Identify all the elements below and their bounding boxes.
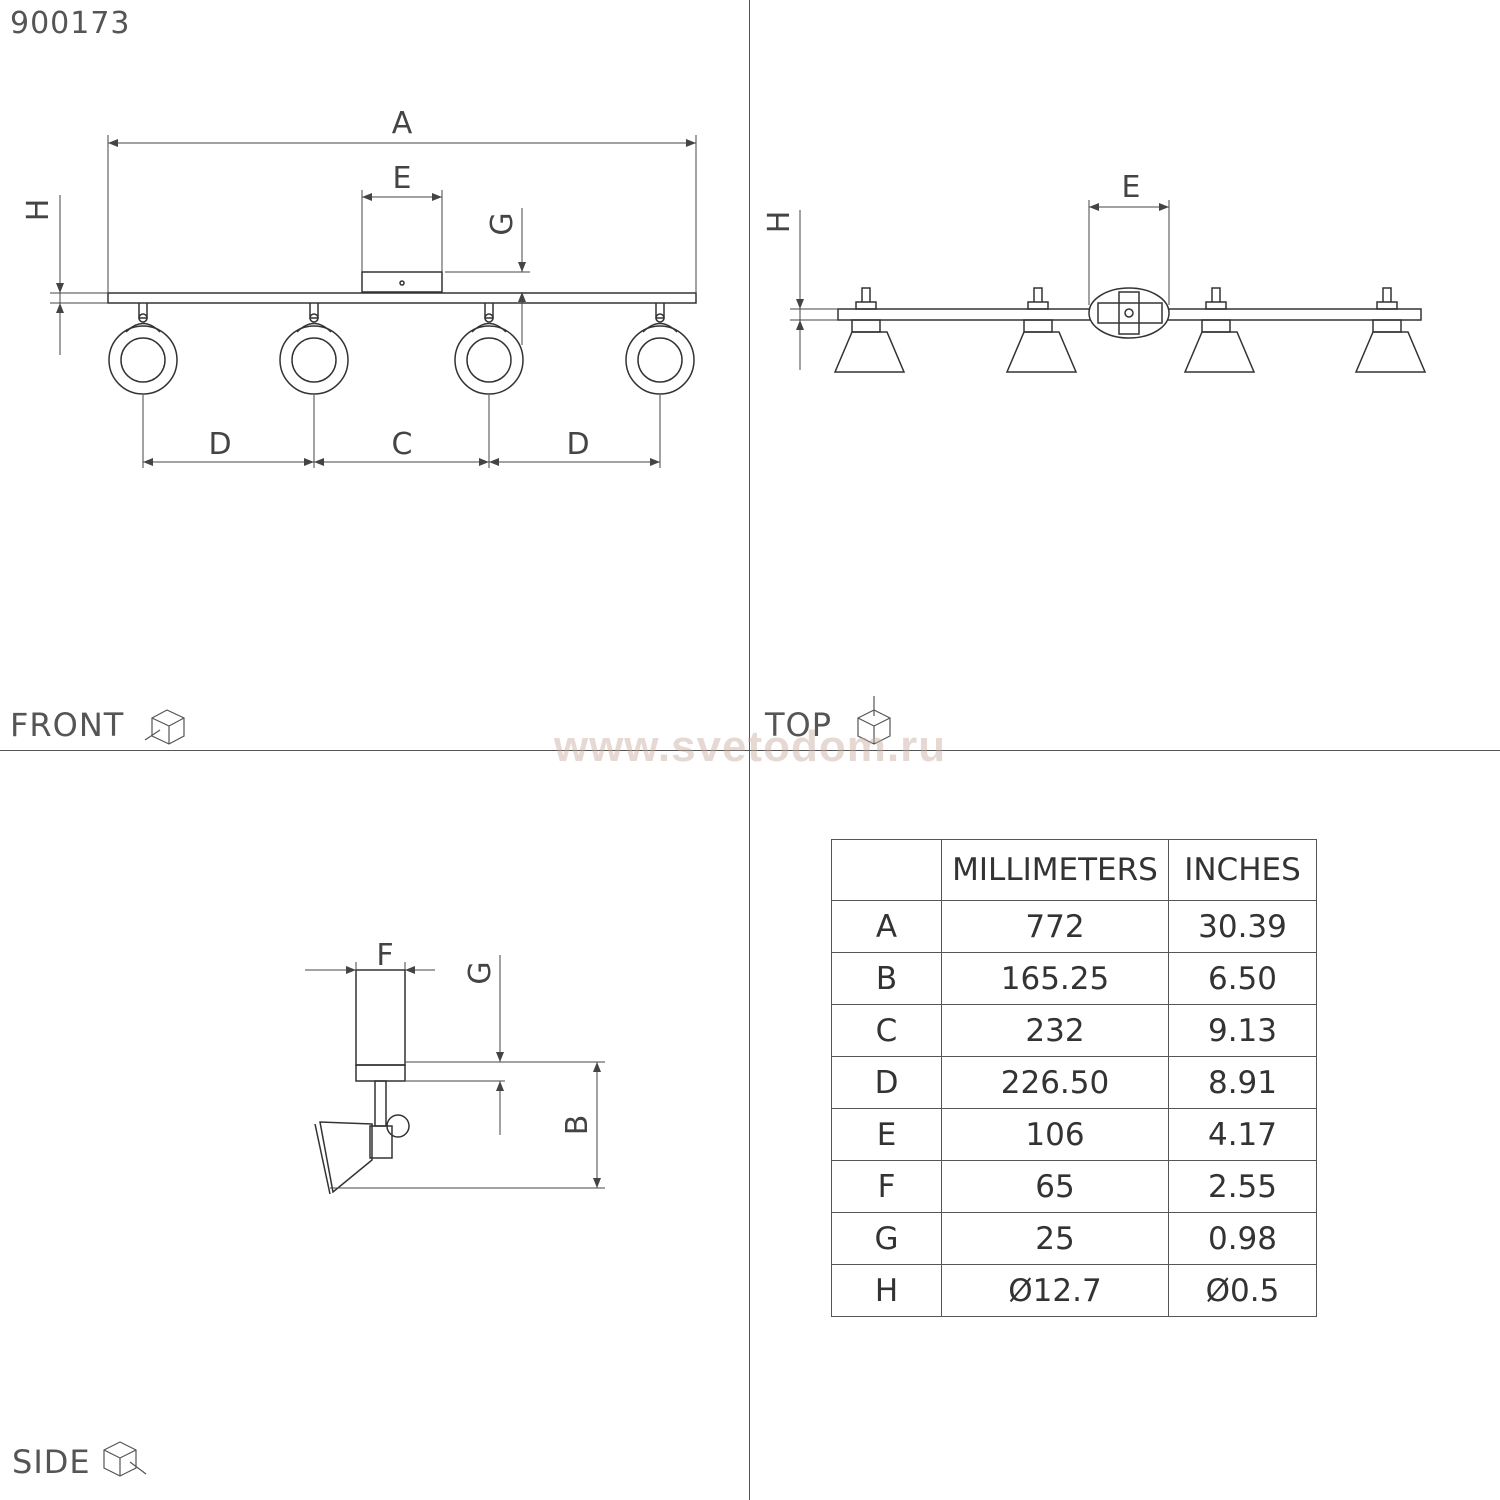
- side-view: [314, 969, 410, 1195]
- front-dimensions: [50, 135, 697, 468]
- row-in: Ø0.5: [1168, 1264, 1317, 1317]
- front-label-a: A: [392, 106, 413, 141]
- product-code: 900173: [10, 6, 131, 41]
- table-row: H Ø12.7 Ø0.5: [831, 1264, 1317, 1317]
- table-row: B 165.25 6.50: [831, 952, 1317, 1005]
- front-canopy: [361, 271, 443, 293]
- table-header-in: INCHES: [1168, 839, 1317, 901]
- row-key: B: [831, 952, 942, 1005]
- row-mm: Ø12.7: [941, 1264, 1169, 1317]
- table-row: C 232 9.13: [831, 1004, 1317, 1057]
- front-spot-3: [454, 303, 524, 395]
- dimensions-table: MILLIMETERS INCHES A 772 30.39 B 165.25 …: [831, 839, 1317, 1317]
- top-spot-3: [1183, 287, 1256, 373]
- top-label-e: E: [1122, 170, 1141, 205]
- table-header-key: [831, 839, 942, 901]
- row-key: F: [831, 1160, 942, 1213]
- row-in: 0.98: [1168, 1212, 1317, 1265]
- row-mm: 65: [941, 1160, 1169, 1213]
- row-key: H: [831, 1264, 942, 1317]
- table-row: D 226.50 8.91: [831, 1056, 1317, 1109]
- top-spot-1: [833, 287, 906, 373]
- front-spot-4: [625, 303, 695, 395]
- row-in: 2.55: [1168, 1160, 1317, 1213]
- side-label-b: B: [560, 1115, 595, 1136]
- front-label-d-left: D: [208, 427, 231, 462]
- top-cube-icon: [857, 696, 891, 745]
- horizontal-divider: [0, 750, 1500, 751]
- row-key: C: [831, 1004, 942, 1057]
- table-row: F 65 2.55: [831, 1160, 1317, 1213]
- table-row: A 772 30.39: [831, 900, 1317, 953]
- top-dimensions: [790, 200, 1170, 370]
- table-header-mm: MILLIMETERS: [941, 839, 1169, 901]
- row-mm: 226.50: [941, 1056, 1169, 1109]
- top-spot-4: [1354, 287, 1427, 373]
- front-label-e: E: [393, 161, 412, 196]
- front-bar: [107, 292, 697, 304]
- top-spot-2: [1005, 287, 1078, 373]
- front-label-c: C: [392, 427, 413, 462]
- side-label-f: F: [376, 938, 393, 973]
- front-view: [107, 271, 697, 395]
- side-dimension-labels: F G B: [376, 938, 595, 1135]
- front-dimension-labels: A E D C D H G: [21, 106, 590, 462]
- front-spot-1: [108, 303, 178, 395]
- row-key: A: [831, 900, 942, 953]
- front-label-d-right: D: [566, 427, 589, 462]
- row-mm: 165.25: [941, 952, 1169, 1005]
- table-row: E 106 4.17: [831, 1108, 1317, 1161]
- watermark: www.svetodom.ru: [553, 722, 947, 771]
- front-spot-2: [279, 303, 349, 395]
- top-label-h: H: [762, 211, 797, 234]
- row-in: 9.13: [1168, 1004, 1317, 1057]
- row-in: 8.91: [1168, 1056, 1317, 1109]
- side-canopy: [355, 969, 406, 1066]
- top-dimension-labels: E H: [762, 170, 1140, 233]
- front-label-h: H: [21, 199, 56, 222]
- table-row: G 25 0.98: [831, 1212, 1317, 1265]
- side-dimensions: [305, 955, 605, 1189]
- side-cube-icon: [103, 1441, 147, 1477]
- table-header-row: MILLIMETERS INCHES: [831, 839, 1317, 901]
- row-mm: 772: [941, 900, 1169, 953]
- top-view-label: TOP: [765, 706, 833, 744]
- front-cube-icon: [144, 709, 185, 745]
- side-view-label: SIDE: [12, 1443, 91, 1481]
- row-key: E: [831, 1108, 942, 1161]
- side-shade: [319, 1121, 373, 1194]
- front-label-g: G: [485, 212, 520, 235]
- top-canopy: [1088, 287, 1170, 339]
- row-mm: 25: [941, 1212, 1169, 1265]
- row-mm: 106: [941, 1108, 1169, 1161]
- side-label-g: G: [463, 961, 498, 984]
- row-in: 4.17: [1168, 1108, 1317, 1161]
- top-view: [833, 287, 1427, 373]
- front-view-label: FRONT: [10, 706, 125, 744]
- row-in: 30.39: [1168, 900, 1317, 953]
- row-mm: 232: [941, 1004, 1169, 1057]
- row-key: G: [831, 1212, 942, 1265]
- row-key: D: [831, 1056, 942, 1109]
- row-in: 6.50: [1168, 952, 1317, 1005]
